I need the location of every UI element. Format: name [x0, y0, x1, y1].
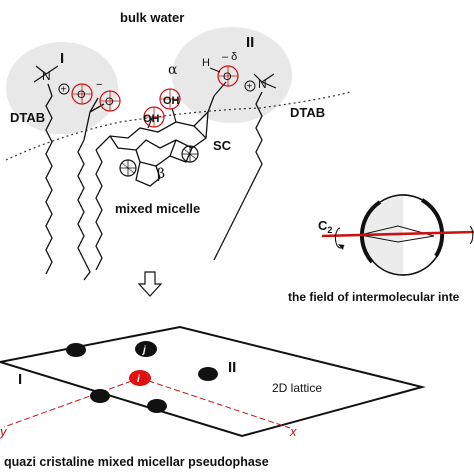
c2-axis: [321, 230, 474, 238]
dtab-right-molecule: N +: [213, 73, 277, 261]
hydroxyl-group-3: O H – δ: [202, 51, 239, 97]
methyl-marker-1: [119, 159, 137, 177]
lattice-site-j: [135, 341, 157, 357]
lattice-site-3: [198, 367, 218, 381]
dtab-right-n: N: [258, 77, 267, 91]
field-caption: the field of intermolecular inte: [288, 290, 460, 304]
hydroxyl-1-label: OH: [143, 113, 160, 125]
dtab-left-molecule: N +: [33, 65, 70, 275]
dtab-left-n: N: [42, 69, 51, 83]
lattice-region-two: II: [228, 359, 236, 376]
down-arrow: [137, 271, 163, 297]
axis-x-label: x: [289, 424, 297, 439]
mixed-micelle-label: mixed micelle: [115, 201, 200, 216]
dtab-left-chain: [45, 83, 53, 275]
carboxylate-o1: O: [77, 89, 86, 101]
carboxylate-o2: O: [105, 96, 114, 108]
lattice-site-4: [90, 389, 110, 403]
lattice-2d-label: 2D lattice: [272, 381, 322, 395]
lattice-plane: j i I II 2D lattice x y: [0, 325, 426, 439]
axis-y-label: y: [0, 424, 8, 439]
middle-chain-left: [77, 139, 91, 281]
c2-subscript: 2: [327, 225, 332, 235]
dtab-left-plus: +: [61, 85, 67, 96]
dtab-right-plus: +: [247, 82, 253, 93]
site-i-label: i: [137, 374, 140, 385]
hydroxyl-2-label: OH: [163, 95, 180, 107]
group-two-label: II: [246, 34, 254, 51]
dtab-right-chain: [213, 91, 263, 261]
dtab-left-label: DTAB: [10, 110, 45, 125]
site-j-label: j: [141, 345, 146, 356]
c2-label: C2: [318, 218, 332, 235]
lattice-axis-x: [139, 377, 291, 429]
hydroxyl-group-1: OH: [143, 106, 165, 129]
lattice-site-5: [147, 399, 167, 413]
delta-minus-label: – δ: [222, 51, 237, 63]
carboxylate-group: O O −: [71, 79, 121, 141]
alpha-label: α: [168, 62, 178, 78]
interaction-field: C2: [318, 194, 474, 276]
dtab-right-plus-circle: [244, 80, 256, 92]
carboxylate-minus: −: [96, 79, 102, 91]
sc-label: SC: [213, 138, 232, 153]
hydroxyl-group-2: OH: [159, 88, 181, 123]
lattice-axis-y: [3, 377, 141, 428]
hydroxyl-3-h: H: [202, 57, 210, 69]
steroid-skeleton: [95, 95, 215, 187]
bulk-water-label: bulk water: [120, 10, 184, 25]
middle-chain-right: [95, 149, 103, 271]
lattice-parallelogram: [0, 325, 426, 438]
lattice-region-one: I: [18, 371, 22, 388]
lattice-site-i: [129, 370, 151, 386]
field-molecule: [359, 225, 435, 243]
methyl-marker-2: [181, 145, 199, 163]
dtab-right-label: DTAB: [290, 105, 325, 120]
beta-label: β: [157, 166, 165, 182]
pseudophase-caption: quazi cristaline mixed micellar pseudoph…: [4, 455, 269, 469]
hydroxyl-3-o: O: [223, 71, 232, 83]
dtab-left-plus-circle: [58, 83, 70, 95]
lattice-site-1: [66, 343, 86, 357]
group-one-label: I: [60, 50, 64, 67]
c2-letter: C: [318, 218, 328, 233]
region-right: [172, 27, 292, 123]
